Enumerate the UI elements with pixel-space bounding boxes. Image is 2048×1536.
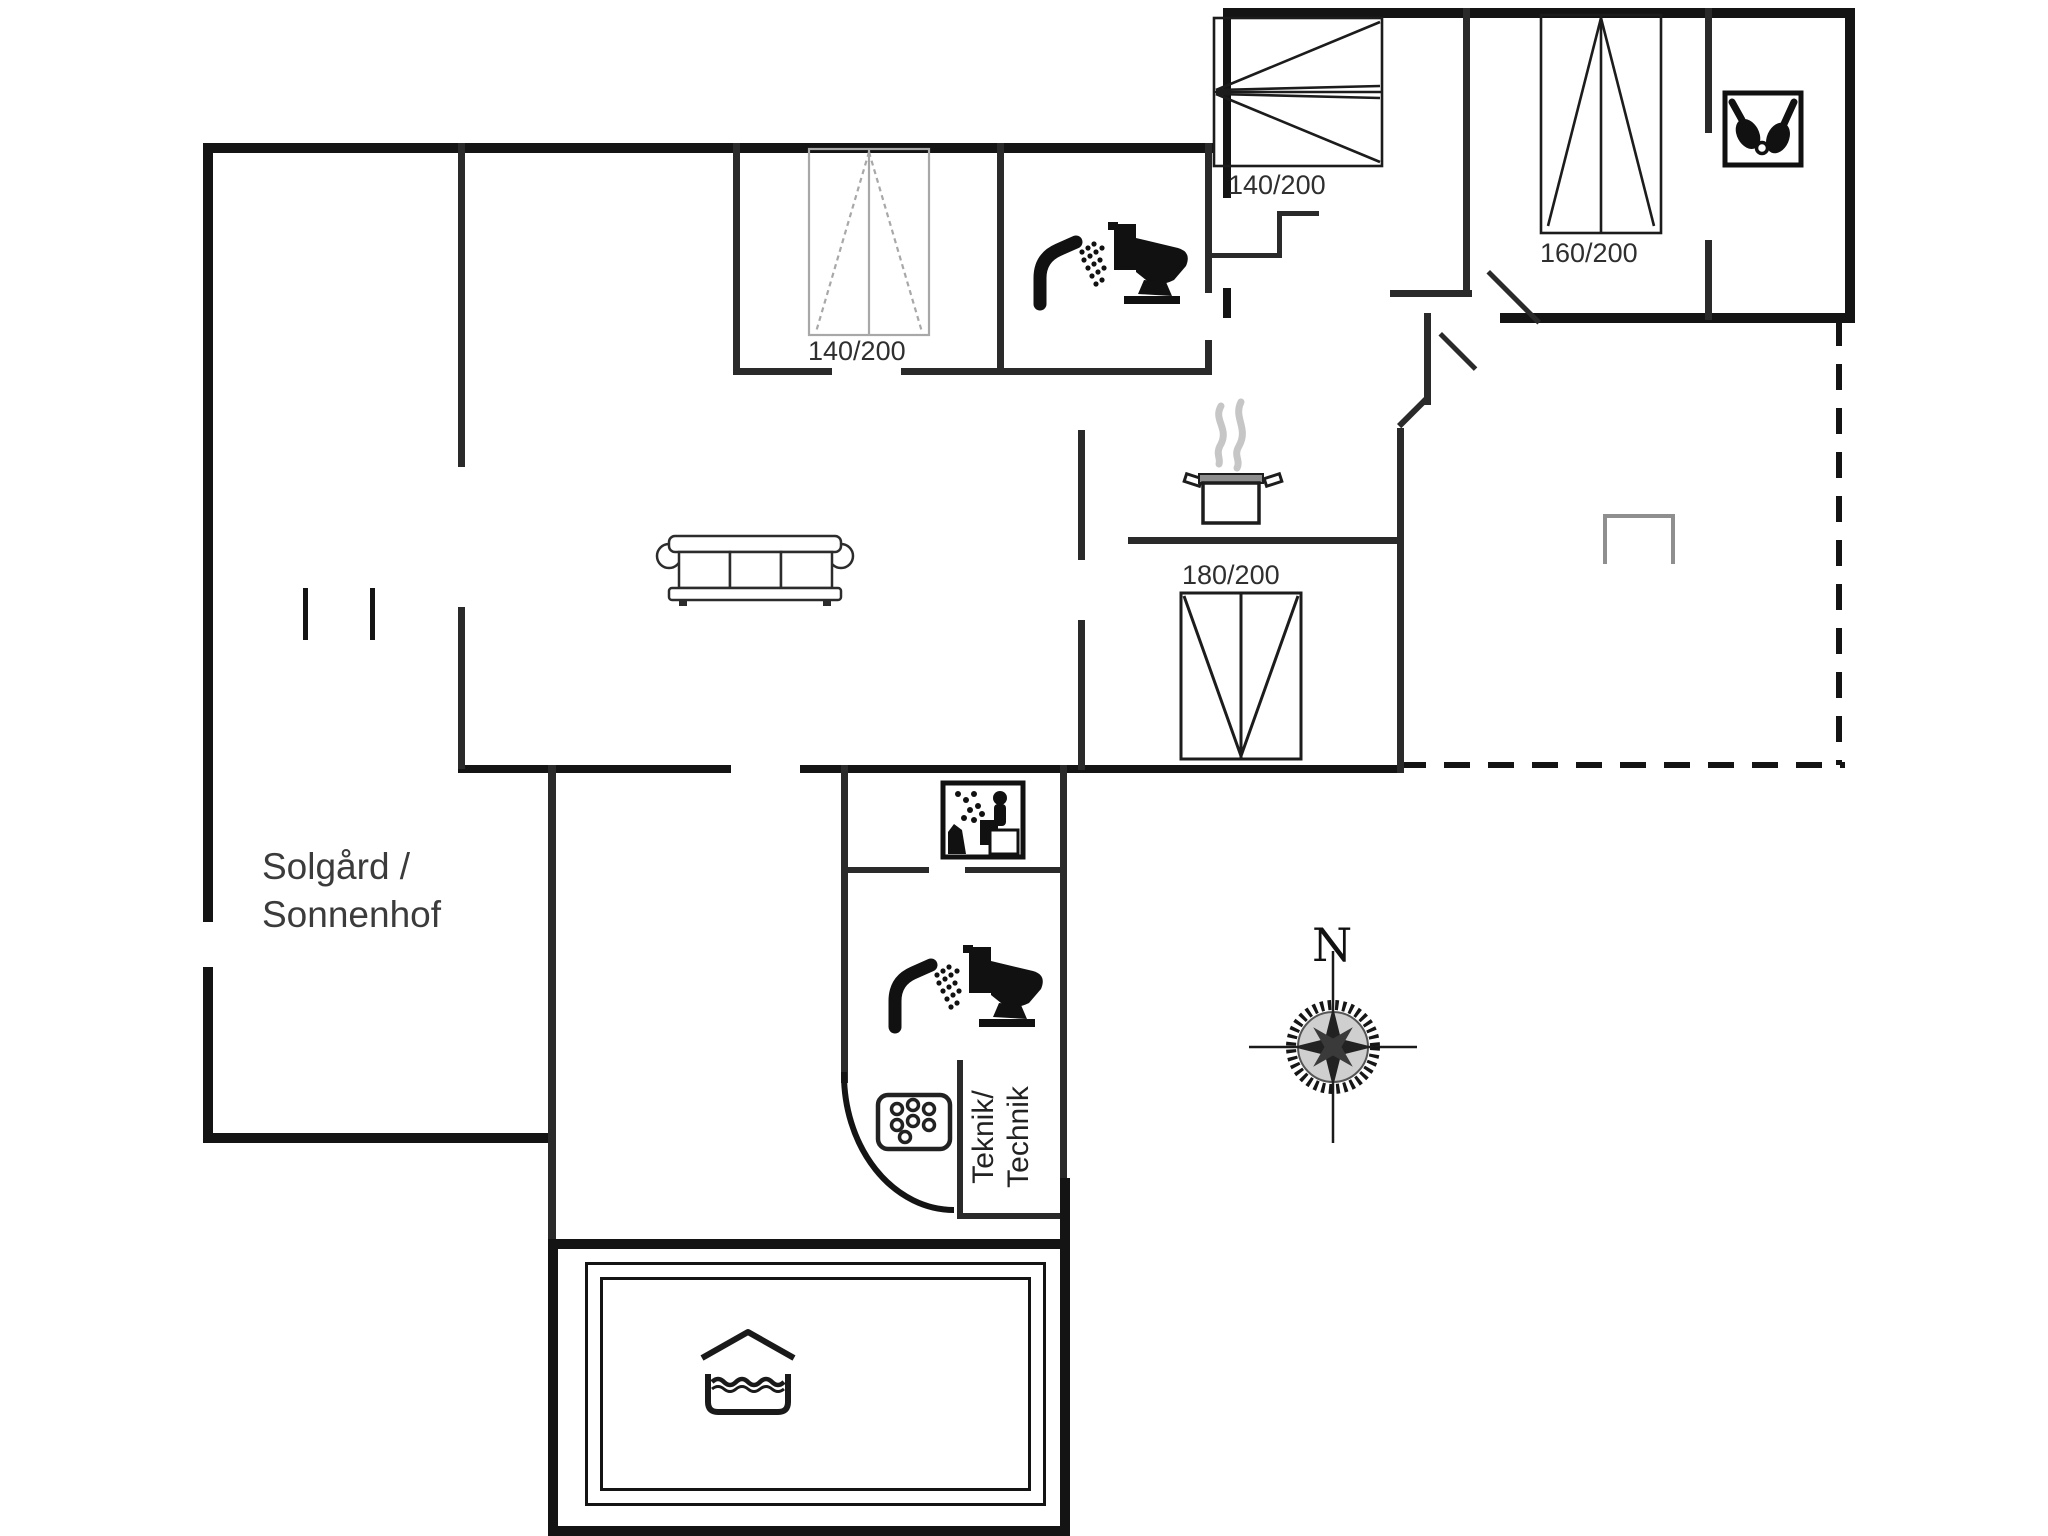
indoor-pool-icon [700,1329,796,1415]
pool-edge [585,1262,1046,1506]
wall [1277,211,1319,216]
sofa-icon [655,534,855,606]
terrace-dashed-wall [1836,320,1842,765]
wall [1705,240,1712,320]
bed-size-label: 140/200 [808,336,906,366]
wall [1223,288,1231,318]
technik-room-label: Teknik/ Technik [967,1052,1043,1222]
wall [733,368,832,375]
wall [965,867,1062,873]
technik-label-line2: Technik [1001,1086,1035,1188]
compass-north-label: N [1312,918,1353,972]
terrace-furniture [1603,514,1607,564]
wall [901,368,1212,375]
wall [1424,313,1431,405]
house-name: Solgård / Sonnenhof [262,843,441,939]
bed-size-label: 140/200 [1228,170,1326,200]
wall [203,143,213,922]
wall [548,1239,1070,1249]
wall [1078,430,1085,560]
double-bed-icon [1539,13,1663,235]
wall [1463,8,1470,290]
wall [1078,620,1085,770]
wall [303,588,308,640]
wall [1060,765,1067,1185]
pool-edge [600,1277,1031,1491]
shower-icon [888,958,962,1034]
wall [1210,253,1280,258]
sauna-icon [940,780,1026,860]
house-name-line2: Sonnenhof [262,894,442,936]
wall [997,143,1004,373]
bed-size-label: 180/200 [1182,560,1280,590]
wall [370,588,375,640]
shower-icon [1033,235,1107,311]
terrace-furniture [1671,514,1675,564]
table-tennis-icon [1722,90,1804,168]
double-bed-icon [1179,591,1303,761]
wall [841,765,848,1083]
wall [1223,8,1855,18]
whirlpool-icon [875,1092,953,1152]
wall [548,1526,1070,1536]
toilet-icon [963,945,1043,1027]
wall [1205,143,1212,293]
cooking-pot-icon [1182,398,1284,525]
wall [1705,8,1712,133]
wall [203,143,1215,153]
bunk-bed-icon [1212,16,1384,168]
wall [1205,340,1212,373]
wall [203,967,213,1143]
wall [1500,313,1845,323]
wall [800,765,1397,773]
curved-wall [840,1071,955,1213]
wall [1128,537,1400,544]
wall [458,607,465,769]
toilet-icon [1108,222,1188,304]
wall [1397,395,1430,429]
wall [458,765,731,773]
wall [841,867,929,873]
house-name-line1: Solgård / [262,846,411,887]
wall [1060,1178,1070,1536]
wall [733,143,740,373]
terrace-dashed-wall [1400,762,1845,768]
door-swing [1438,332,1478,371]
wall [957,1213,1067,1219]
wall [1277,213,1282,258]
bed-size-label: 160/200 [1540,238,1638,268]
wall [1397,428,1404,773]
wall [548,1239,558,1536]
technik-label-line1: Teknik/ [967,1090,1000,1184]
double-bed-icon [807,147,931,337]
terrace-furniture [1603,514,1675,518]
wall [203,1133,555,1143]
wall [1390,290,1472,297]
compass-rose-icon [1249,951,1417,1143]
wall [548,765,556,1247]
wall [957,1060,963,1216]
wall [458,143,465,467]
wall [1845,8,1855,323]
wall [1223,8,1231,198]
